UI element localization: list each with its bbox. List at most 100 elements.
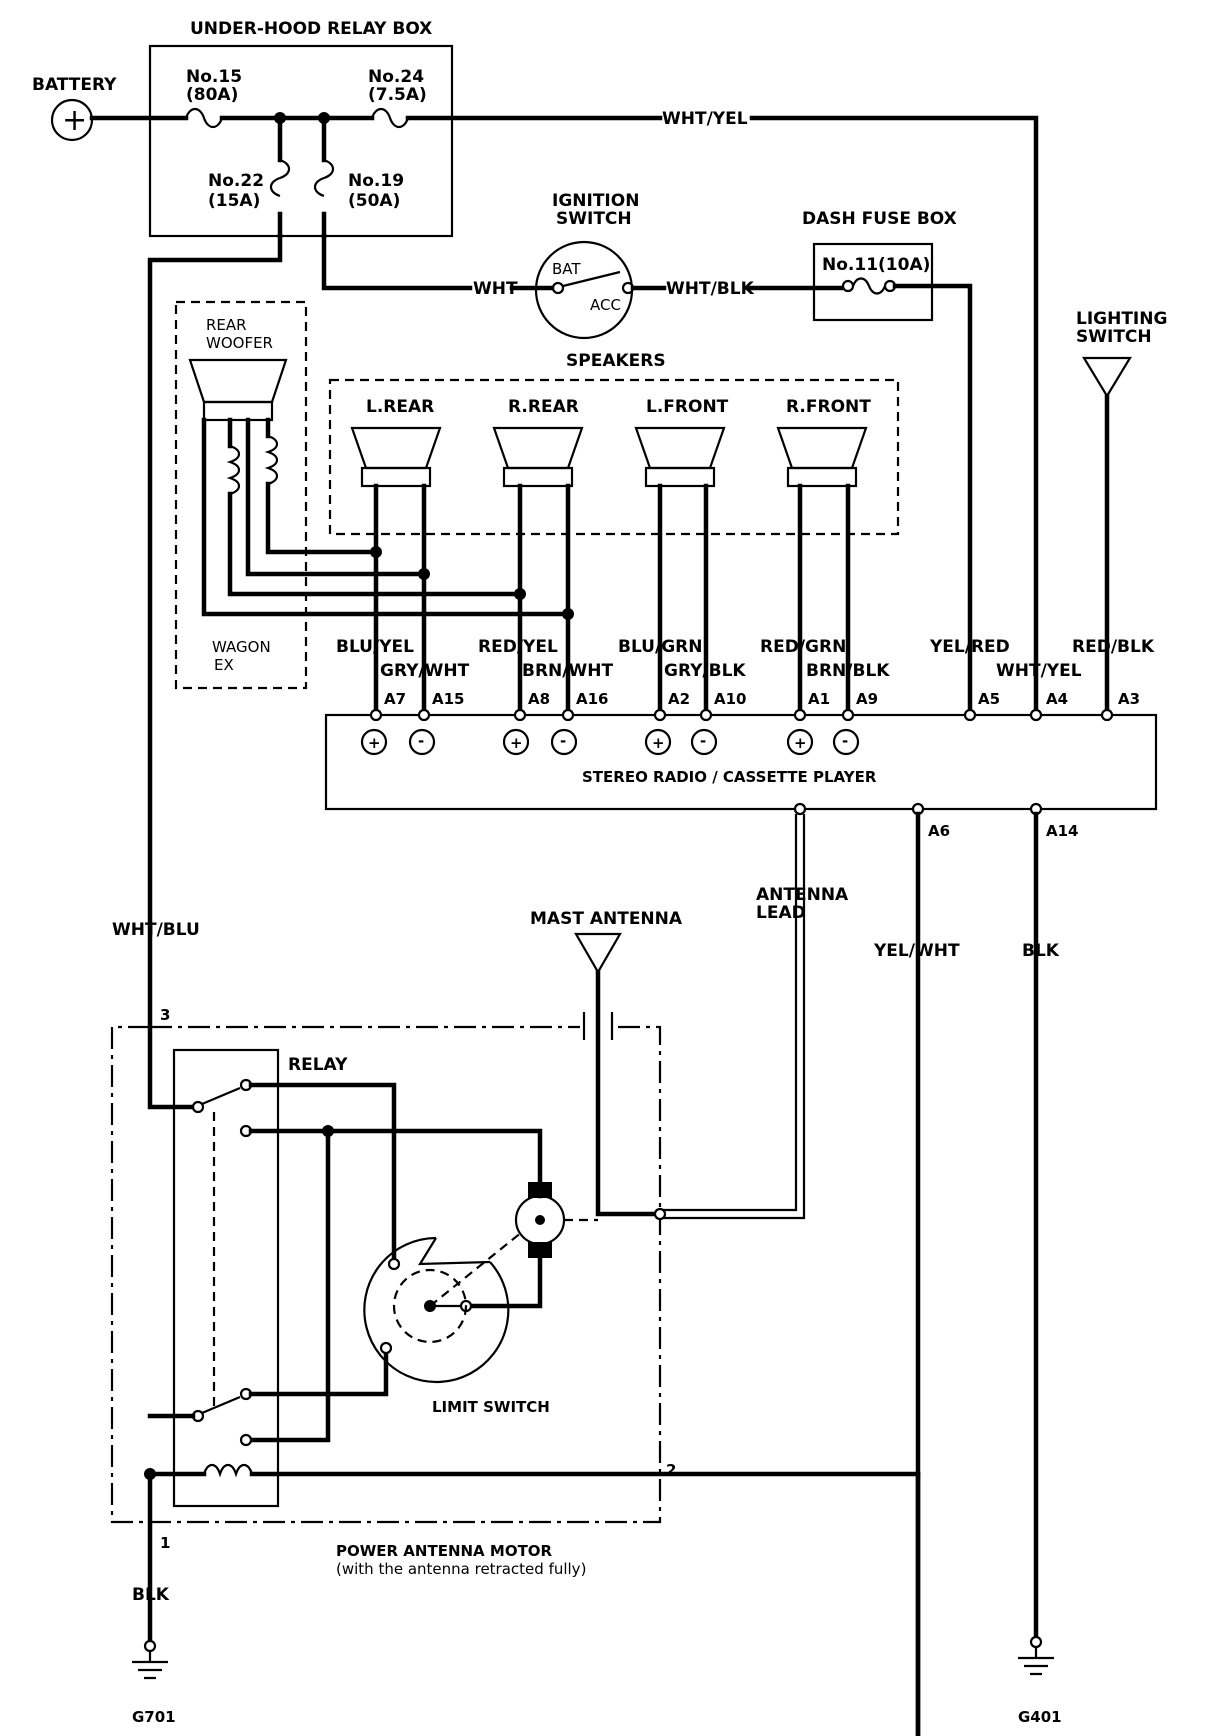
pin-a6: A6 (928, 822, 950, 840)
speakers-group: SPEAKERS L.REAR R.REAR L.FRONT R.FRONT (328, 351, 900, 536)
limit-switch-label: LIMIT SWITCH (432, 1398, 550, 1416)
wire-blk-right: BLK (1022, 941, 1060, 961)
dash-fuse-box-outline (812, 242, 934, 322)
lighting-switch-line1: LIGHTING (1076, 309, 1167, 329)
wire-wht-yel-mid: WHT/YEL (996, 661, 1082, 681)
limit-switch-icon (363, 1236, 510, 1384)
lighting-switch: LIGHTING SWITCH (1076, 309, 1167, 399)
ignition-title-1: IGNITION (552, 191, 639, 211)
speaker-r-rear-label: R.REAR (508, 397, 579, 417)
wire-r-front-pos: RED/GRN (760, 637, 846, 657)
ignition-bat: BAT (552, 260, 581, 278)
dash-fuse-name: No.11(10A) (822, 255, 930, 275)
pin-a5: A5 (978, 690, 1000, 708)
pin-a4: A4 (1046, 690, 1068, 708)
pin-a15: A15 (432, 690, 464, 708)
polarity-plus-1: + (368, 734, 381, 752)
pin-a7: A7 (384, 690, 406, 708)
under-hood-relay-box: UNDER-HOOD RELAY BOX BATTERY + No.15 (80… (32, 19, 663, 239)
wire-red-blk: RED/BLK (1072, 637, 1155, 657)
woofer-line1: REAR (206, 316, 247, 334)
woofer-opt1: WAGON (212, 638, 271, 656)
speakers-title: SPEAKERS (566, 351, 666, 371)
antenna-motor-caption2: (with the antenna retracted fully) (336, 1560, 586, 1578)
battery-label: BATTERY (32, 75, 117, 95)
lighting-switch-line2: SWITCH (1076, 327, 1152, 347)
battery-plus: + (62, 103, 87, 138)
ground-g701-icon (132, 1651, 168, 1680)
speakers-option-box (328, 378, 900, 536)
wire-wht: WHT (473, 279, 518, 299)
woofer-line2: WOOFER (206, 334, 273, 352)
wire-r-front-neg: BRN/BLK (806, 661, 890, 681)
pin-a14: A14 (1046, 822, 1078, 840)
speaker-r-front-icon (776, 426, 868, 470)
power-antenna-motor: 3 2 1 MAST ANTENNA RELAY (110, 909, 921, 1578)
antenna-pin3: 3 (160, 1006, 170, 1024)
wire-l-front-neg: GRY/BLK (664, 661, 746, 681)
fuse-19-rating: (50A) (348, 191, 400, 211)
wire-yel-red: YEL/RED (929, 637, 1010, 657)
ignition-switch: IGNITION SWITCH BAT ACC (534, 191, 639, 340)
mast-antenna-label: MAST ANTENNA (530, 909, 683, 929)
wire-r-rear-neg: BRN/WHT (522, 661, 613, 681)
woofer-option-box (174, 300, 308, 690)
antenna-lead-line1: ANTENNA (756, 885, 849, 905)
lighting-switch-icon (1082, 356, 1132, 399)
fuse-24-name: No.24 (368, 67, 424, 87)
relay-box-title: UNDER-HOOD RELAY BOX (190, 19, 432, 39)
dash-fuse-box: DASH FUSE BOX No.11(10A) (802, 209, 957, 322)
speaker-l-rear-label: L.REAR (366, 397, 434, 417)
fuse-24-rating: (7.5A) (368, 85, 427, 105)
polarity-plus-4: + (794, 734, 807, 752)
polarity-minus-3: - (700, 732, 706, 750)
polarity-plus-2: + (510, 734, 523, 752)
ground-g701-label: G701 (132, 1708, 176, 1726)
speaker-r-rear-icon (492, 426, 584, 470)
wire-l-front-pos: BLU/GRN (618, 637, 702, 657)
relay-label: RELAY (288, 1055, 348, 1075)
stereo-radio-outline (324, 713, 1158, 811)
pin-a10: A10 (714, 690, 746, 708)
ignition-acc: ACC (590, 296, 621, 314)
wire-wht-blk: WHT/BLK (666, 279, 755, 299)
pin-a1: A1 (808, 690, 830, 708)
speaker-l-rear-icon (350, 426, 442, 470)
antenna-lead-line2: LEAD (756, 903, 806, 923)
fuse-22-rating: (15A) (208, 191, 260, 211)
wire-wht-blu: WHT/BLU (112, 920, 200, 940)
polarity-minus-1: - (418, 732, 424, 750)
woofer-opt2: EX (214, 656, 234, 674)
dash-fuse-box-title: DASH FUSE BOX (802, 209, 957, 229)
relay-box-outline (148, 44, 454, 238)
fuse-22-name: No.22 (208, 171, 264, 191)
mast-antenna-icon (574, 932, 622, 975)
speaker-r-front-label: R.FRONT (786, 397, 871, 417)
wire-wht-yel-top: WHT/YEL (662, 109, 748, 129)
pin-a3: A3 (1118, 690, 1140, 708)
woofer-speaker-icon (188, 358, 288, 404)
fuse-15-name: No.15 (186, 67, 242, 87)
fuse-15-rating: (80A) (186, 85, 238, 105)
polarity-plus-3: + (652, 734, 665, 752)
ignition-title-2: SWITCH (556, 209, 632, 229)
stereo-radio-title: STEREO RADIO / CASSETTE PLAYER (582, 768, 877, 786)
ground-g401-label: G401 (1018, 1708, 1062, 1726)
ground-g401-icon (1018, 1647, 1054, 1676)
antenna-pin1: 1 (160, 1534, 170, 1552)
pin-a2: A2 (668, 690, 690, 708)
speaker-l-front-label: L.FRONT (646, 397, 729, 417)
relay-outline (172, 1048, 280, 1508)
wire-l-rear-neg: GRY/WHT (380, 661, 470, 681)
polarity-minus-4: - (842, 732, 848, 750)
fuse-19-name: No.19 (348, 171, 404, 191)
pin-a9: A9 (856, 690, 878, 708)
stereo-radio: STEREO RADIO / CASSETTE PLAYER + - + - +… (324, 708, 1158, 816)
pin-a16: A16 (576, 690, 608, 708)
rear-woofer: REAR WOOFER WAGON EX (174, 300, 571, 690)
wire-r-rear-pos: RED/YEL (478, 637, 558, 657)
polarity-minus-2: - (560, 732, 566, 750)
antenna-pin2: 2 (666, 1461, 676, 1479)
wire-yel-wht: YEL/WHT (873, 941, 960, 961)
